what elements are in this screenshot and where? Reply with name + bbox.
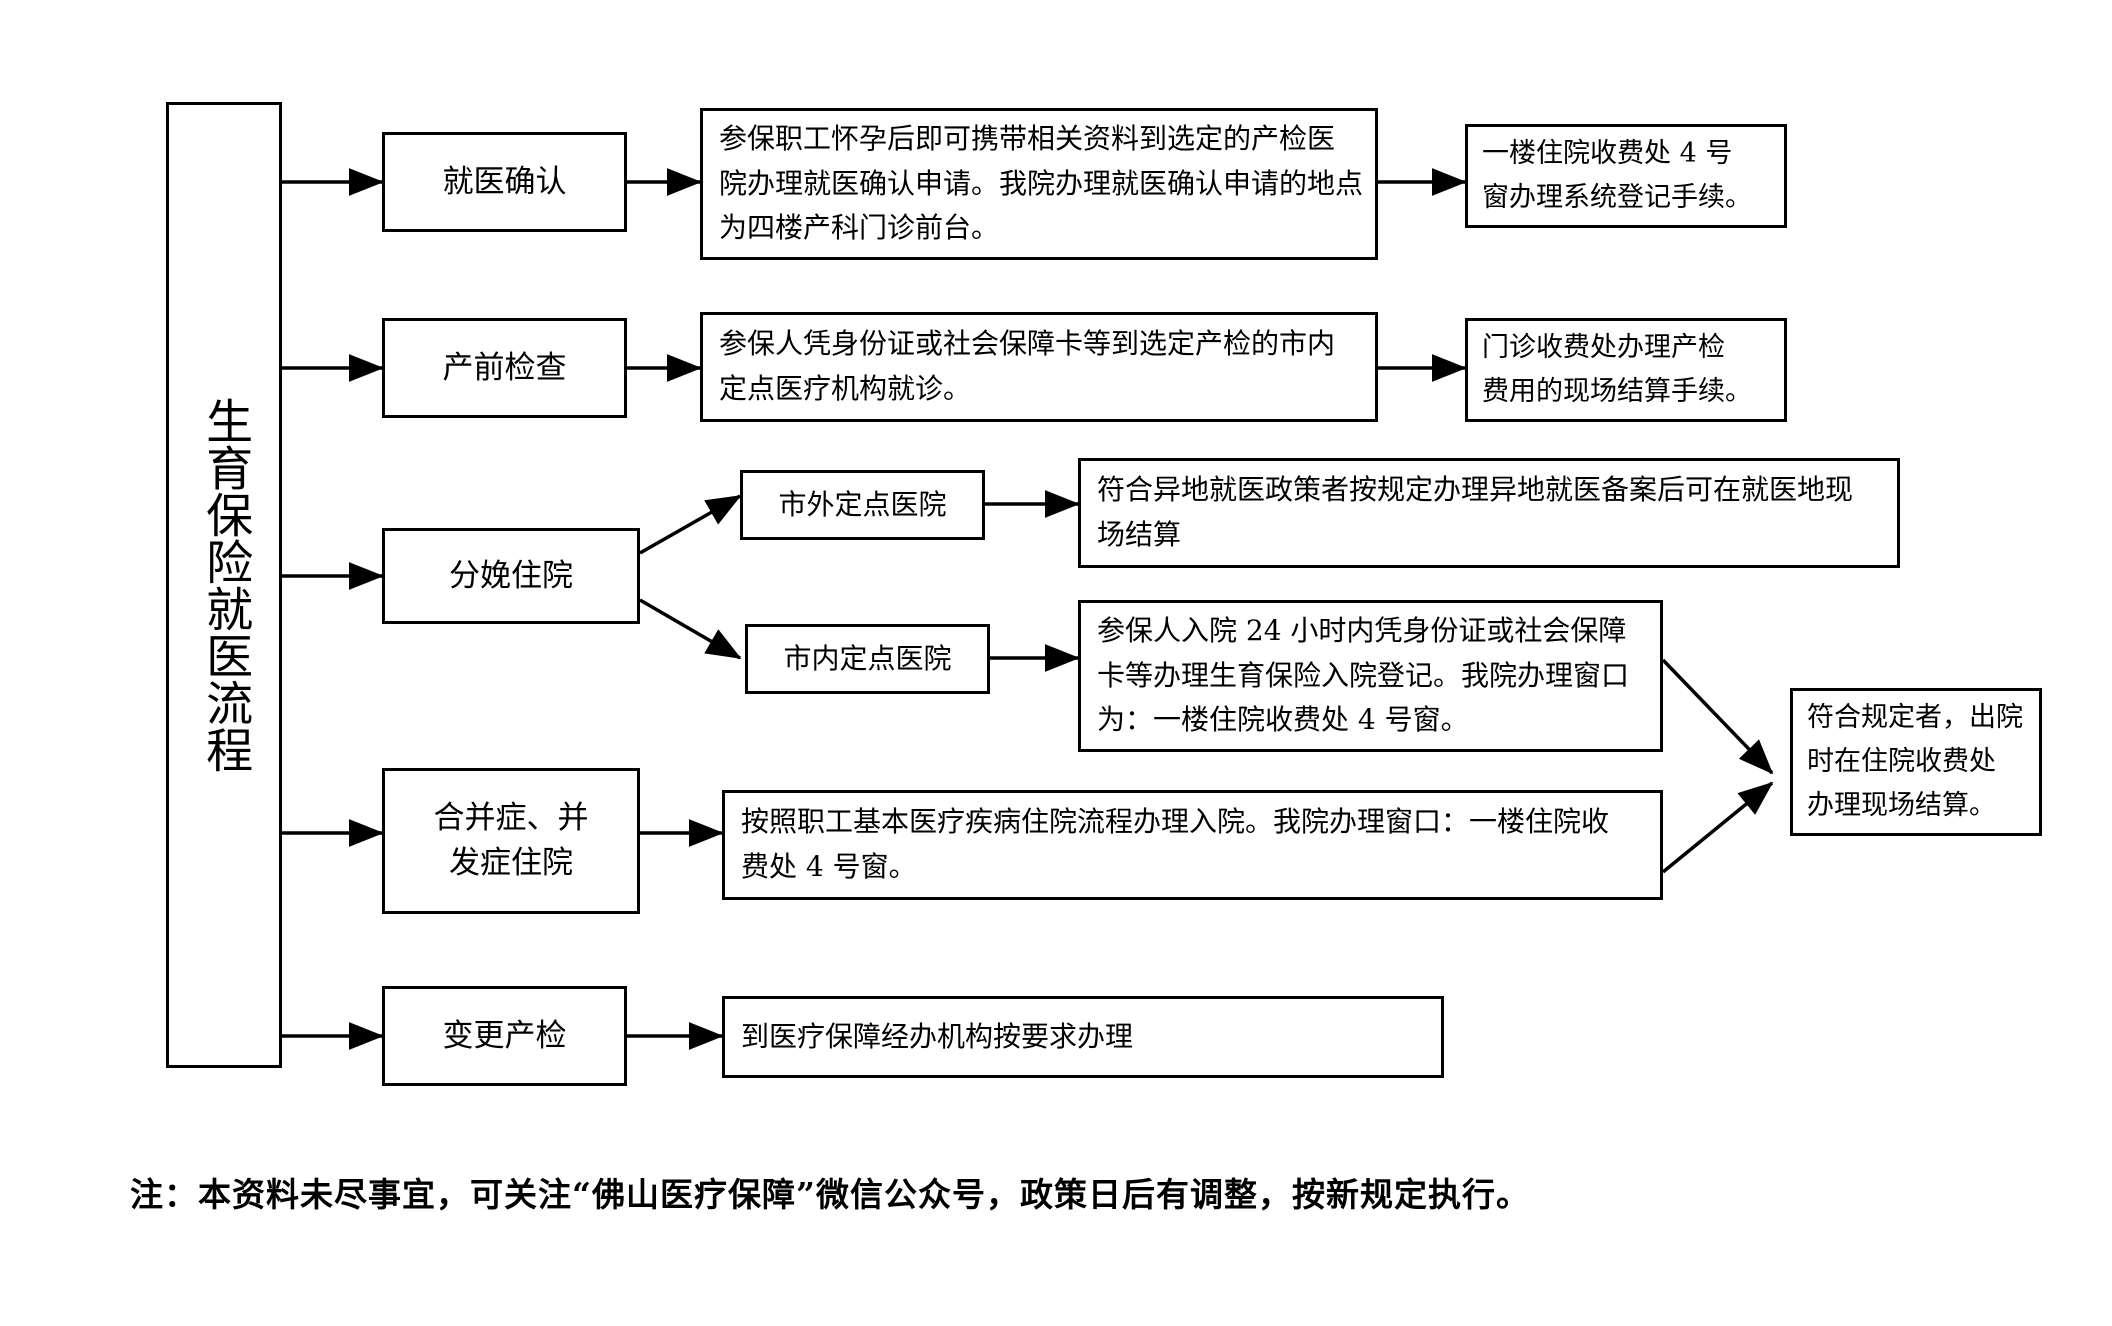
stage-label-change-prenatal: 变更产检 [442,1017,567,1054]
footnote-text: 注：本资料未尽事宜，可关注“佛山医疗保障”微信公众号，政策日后有调整，按新规定执… [130,1175,1530,1214]
branch-box-in-city-hospital[interactable]: 市内定点医院 [745,624,990,694]
result-box-outpatient-settlement: 门诊收费处办理产检 费用的现场结算手续。 [1465,318,1787,422]
detail-line: 参保人入院 24 小时内凭身份证或社会保障 [1097,613,1627,647]
result-line: 办理现场结算。 [1807,789,1996,821]
detail-line: 定点医疗机构就诊。 [719,372,972,405]
result-line: 一楼住院收费处 4 号 [1482,138,1733,170]
stage-label-prenatal-exam: 产前检查 [442,349,567,386]
arrow-delivery-to-in-city [639,598,742,660]
stage-box-medical-confirmation[interactable]: 就医确认 [382,132,627,232]
detail-line: 到医疗保障经办机构按要求办理 [741,1019,1134,1053]
arrow-in-city-detail-to-discharge [1661,658,1774,775]
detail-box-in-city: 参保人入院 24 小时内凭身份证或社会保障 卡等办理生育保险入院登记。我院办理窗… [1078,600,1663,752]
detail-line: 参保人凭身份证或社会保障卡等到选定产检的市内 [719,327,1336,361]
branch-box-out-of-city-hospital[interactable]: 市外定点医院 [740,470,985,540]
stage-label-delivery-admission: 分娩住院 [449,557,573,594]
arrow-delivery-to-out-of-city [639,494,742,555]
detail-line: 场结算 [1097,518,1182,551]
detail-line: 为四楼产科门诊前台。 [719,211,1000,245]
stage-box-delivery-admission[interactable]: 分娩住院 [382,528,640,624]
result-line: 费用的现场结算手续。 [1482,376,1752,407]
arrow-complication-detail-to-discharge [1661,781,1774,874]
result-line: 窗办理系统登记手续。 [1482,182,1752,213]
result-line: 时在住院收费处 [1807,746,1996,778]
main-title-box: 生育保险就医流程 [166,102,282,1068]
stage-label-complication-line2: 发症住院 [449,845,573,881]
stage-box-change-prenatal[interactable]: 变更产检 [382,986,627,1086]
page-title: 生育保险就医流程 [197,397,253,773]
stage-label-complication-line1: 合并症、并 [433,800,589,837]
detail-line: 卡等办理生育保险入院登记。我院办理窗口 [1097,658,1630,692]
result-line: 门诊收费处办理产检 [1482,332,1725,364]
result-line: 符合规定者，出院 [1807,702,2023,734]
detail-line: 费处 4 号窗。 [741,850,917,883]
stage-box-complication-admission[interactable]: 合并症、并 发症住院 [382,768,640,914]
result-box-registration: 一楼住院收费处 4 号 窗办理系统登记手续。 [1465,124,1787,228]
detail-box-medical-confirmation: 参保职工怀孕后即可携带相关资料到选定的产检医 院办理就医确认申请。我院办理就医确… [700,108,1378,260]
detail-box-change-prenatal: 到医疗保障经办机构按要求办理 [722,996,1444,1078]
detail-line: 参保职工怀孕后即可携带相关资料到选定的产检医 [719,121,1336,155]
branch-label-out-of-city: 市外定点医院 [778,487,947,521]
stage-box-prenatal-exam[interactable]: 产前检查 [382,318,627,418]
detail-box-out-of-city: 符合异地就医政策者按规定办理异地就医备案后可在就医地现 场结算 [1078,458,1900,568]
detail-line: 按照职工基本医疗疾病住院流程办理入院。我院办理窗口：一楼住院收 [741,805,1610,839]
detail-line: 院办理就医确认申请。我院办理就医确认申请的地点 [719,166,1364,200]
stage-label-medical-confirmation: 就医确认 [442,163,567,200]
branch-label-in-city: 市内定点医院 [783,641,952,675]
detail-line: 符合异地就医政策者按规定办理异地就医备案后可在就医地现 [1097,473,1854,507]
detail-box-complication: 按照职工基本医疗疾病住院流程办理入院。我院办理窗口：一楼住院收 费处 4 号窗。 [722,790,1663,900]
result-box-discharge-settlement: 符合规定者，出院 时在住院收费处 办理现场结算。 [1790,688,2042,836]
detail-box-prenatal-exam: 参保人凭身份证或社会保障卡等到选定产检的市内 定点医疗机构就诊。 [700,312,1378,422]
detail-line: 为：一楼住院收费处 4 号窗。 [1097,703,1469,737]
